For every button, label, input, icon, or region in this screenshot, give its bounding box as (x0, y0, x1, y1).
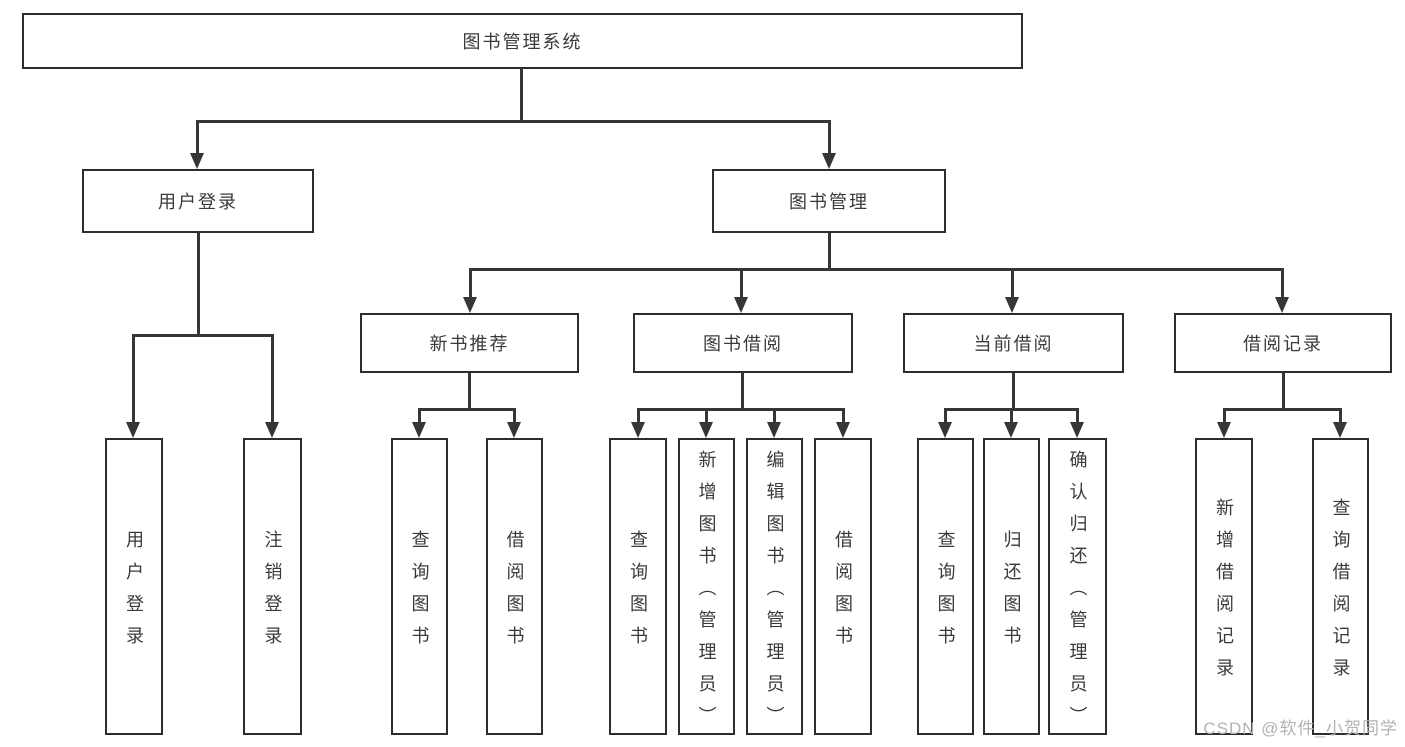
connector-line (637, 408, 845, 411)
connector-line (741, 373, 744, 410)
connector-line (469, 268, 1284, 271)
connector-line (944, 408, 947, 424)
connector-line (132, 334, 135, 424)
connector-line (132, 334, 274, 337)
arrowhead-down-icon (463, 297, 477, 313)
connector-line (637, 408, 640, 424)
leaf-user-login: 用户登录 (105, 438, 163, 735)
arrowhead-down-icon (836, 422, 850, 438)
node-current-borrow: 当前借阅 (903, 313, 1124, 373)
arrowhead-down-icon (822, 153, 836, 169)
arrowhead-down-icon (1004, 422, 1018, 438)
connector-line (469, 268, 472, 300)
arrowhead-down-icon (734, 297, 748, 313)
leaf-edit-book-admin: 编辑图书（管理员） (746, 438, 803, 738)
node-borrow-record: 借阅记录 (1174, 313, 1392, 373)
leaf-logout: 注销登录 (243, 438, 302, 735)
leaf-add-borrow-record: 新增借阅记录 (1195, 438, 1253, 735)
connector-line (520, 69, 523, 122)
connector-line (1339, 408, 1342, 424)
leaf-current-query-book: 查询图书 (917, 438, 974, 735)
connector-line (197, 233, 200, 336)
leaf-borrow-query-book: 查询图书 (609, 438, 667, 735)
connector-line (828, 120, 831, 156)
arrowhead-down-icon (265, 422, 279, 438)
connector-line (1223, 408, 1342, 411)
arrowhead-down-icon (631, 422, 645, 438)
connector-line (271, 334, 274, 424)
leaf-return-book: 归还图书 (983, 438, 1040, 735)
leaf-confirm-return-admin: 确认归还（管理员） (1048, 438, 1107, 738)
arrowhead-down-icon (699, 422, 713, 438)
connector-line (1223, 408, 1226, 424)
connector-line (1010, 408, 1013, 424)
arrowhead-down-icon (1275, 297, 1289, 313)
node-user-login: 用户登录 (82, 169, 314, 233)
arrowhead-down-icon (767, 422, 781, 438)
leaf-recommend-query-book: 查询图书 (391, 438, 448, 735)
connector-line (1281, 268, 1284, 300)
leaf-add-book-admin: 新增图书（管理员） (678, 438, 735, 738)
connector-line (418, 408, 516, 411)
connector-line (196, 120, 830, 123)
connector-line (705, 408, 708, 424)
arrowhead-down-icon (507, 422, 521, 438)
node-book-management: 图书管理 (712, 169, 946, 233)
connector-line (196, 120, 199, 156)
node-root: 图书管理系统 (22, 13, 1023, 69)
arrowhead-down-icon (190, 153, 204, 169)
leaf-recommend-borrow-book: 借阅图书 (486, 438, 543, 735)
connector-line (740, 268, 743, 300)
connector-line (1011, 268, 1014, 300)
connector-line (1012, 373, 1015, 410)
node-book-borrow: 图书借阅 (633, 313, 853, 373)
connector-line (468, 373, 471, 410)
arrowhead-down-icon (412, 422, 426, 438)
connector-line (418, 408, 421, 424)
connector-line (1076, 408, 1079, 424)
connector-line (828, 233, 831, 270)
leaf-query-borrow-record: 查询借阅记录 (1312, 438, 1369, 735)
arrowhead-down-icon (1217, 422, 1231, 438)
node-new-book-recommend: 新书推荐 (360, 313, 579, 373)
arrowhead-down-icon (1070, 422, 1084, 438)
arrowhead-down-icon (1005, 297, 1019, 313)
arrowhead-down-icon (938, 422, 952, 438)
arrowhead-down-icon (1333, 422, 1347, 438)
connector-line (1282, 373, 1285, 410)
connector-line (773, 408, 776, 424)
connector-line (513, 408, 516, 424)
arrowhead-down-icon (126, 422, 140, 438)
leaf-borrow-book: 借阅图书 (814, 438, 872, 735)
connector-line (842, 408, 845, 424)
csdn-watermark: CSDN @软件_小贺同学 (1203, 719, 1398, 738)
